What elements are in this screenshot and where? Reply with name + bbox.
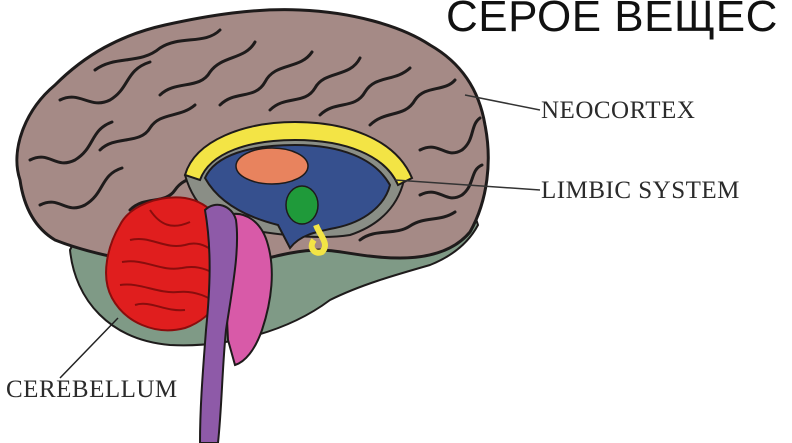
cerebellum-pointer	[60, 318, 118, 378]
amygdala	[286, 186, 318, 224]
slide-title: СЕРОЕ ВЕЩЕС	[446, 0, 778, 42]
limbic-system-label: LIMBIC SYSTEM	[541, 177, 740, 205]
neocortex-label: NEOCORTEX	[541, 97, 695, 125]
cerebellum-label: CEREBELLUM	[6, 376, 178, 404]
thalamus	[236, 148, 308, 184]
